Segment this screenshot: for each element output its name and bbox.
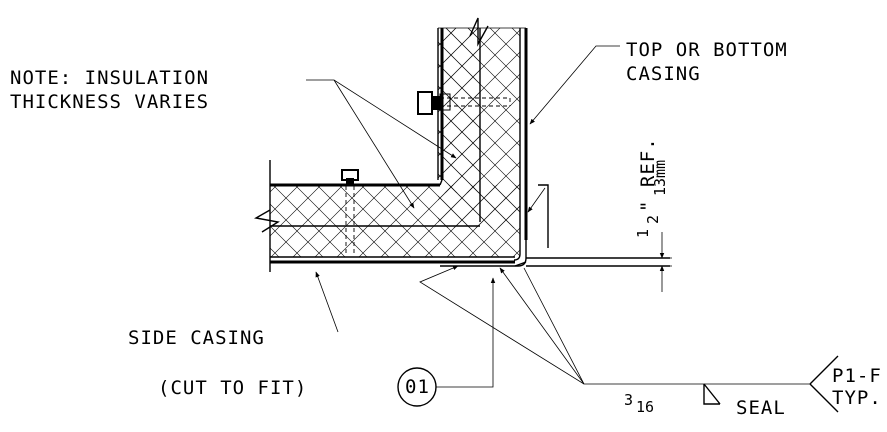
dimension-inch-suffix: " REF. [637,137,659,212]
weld-size-denominator: 16 [636,398,654,416]
side-casing-text: SIDE CASING [128,327,265,349]
callout-01 [397,277,496,407]
lower-bolt [341,169,359,256]
dimension-inch-denominator: 2 [644,215,662,224]
reference-text-line1: P1-F [832,365,882,387]
dimension-inch-numerator: 1 [634,229,652,238]
corner-casing [440,184,670,267]
note-leader [306,79,457,209]
top-casing-leader [527,45,620,213]
note-text-line2: THICKNESS VARIES [10,91,209,113]
upper-bolt [417,91,511,115]
cut-to-fit-text: (CUT TO FIT) [158,377,307,399]
weld-label: SEAL [736,397,786,419]
top-casing-text-line2: CASING [626,63,701,85]
dimension-mm-label: 13mm [651,160,669,196]
top-casing-text-line1: TOP OR BOTTOM [626,39,788,61]
dimension-13mm [655,232,672,292]
side-casing-leader [315,271,339,333]
note-text-line1: NOTE: INSULATION [10,67,209,89]
horizontal-insulation-panel [253,160,520,272]
callout-id: 01 [405,376,430,398]
reference-text-line2: TYP. [832,387,882,409]
weld-size-numerator: 3 [624,391,633,409]
weld-symbol [419,265,839,413]
